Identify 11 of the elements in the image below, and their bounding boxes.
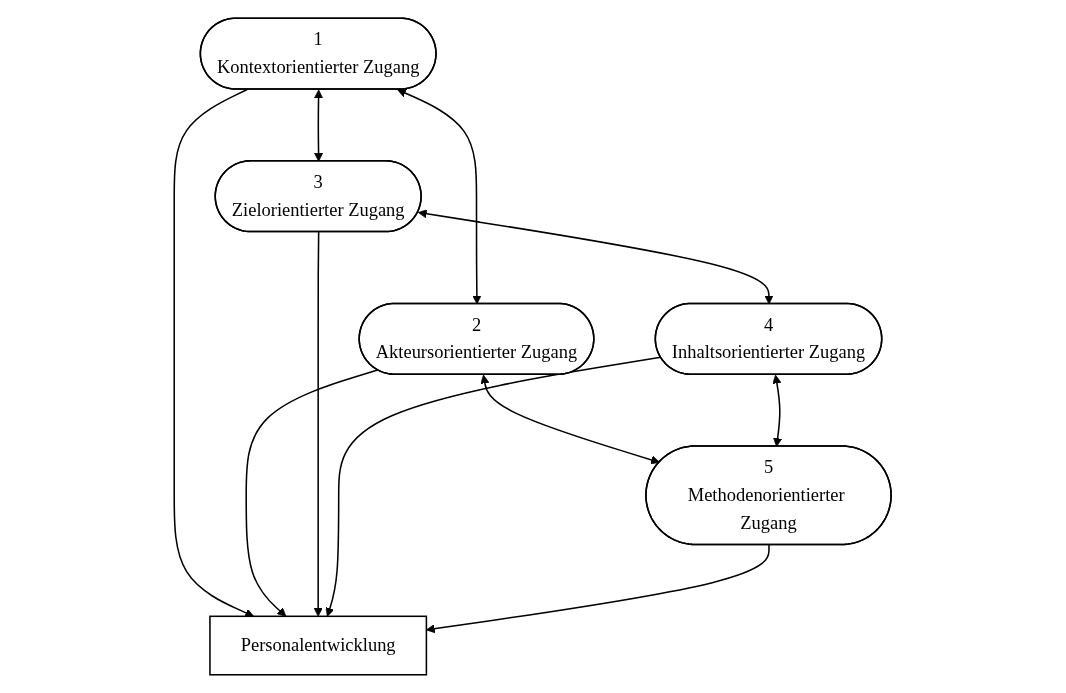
node-box: Personalentwicklung bbox=[209, 615, 428, 676]
arrow bbox=[314, 89, 324, 162]
arrow bbox=[314, 231, 324, 617]
arrow bbox=[772, 374, 783, 447]
arrow bbox=[418, 209, 774, 305]
arrow bbox=[173, 88, 255, 618]
arrow bbox=[325, 356, 662, 617]
arrow bbox=[397, 88, 482, 305]
arrow bbox=[480, 374, 661, 465]
arrow bbox=[426, 544, 771, 634]
arrow bbox=[245, 369, 379, 617]
